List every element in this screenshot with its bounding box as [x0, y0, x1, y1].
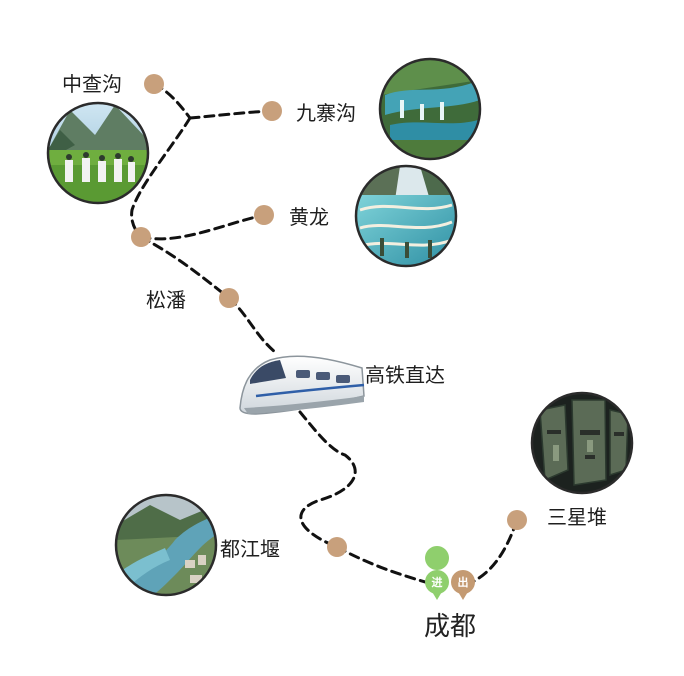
photo-dujiangyan[interactable]	[114, 493, 218, 600]
exit-pin[interactable]: 出	[451, 570, 475, 600]
label-huanglong: 黄龙	[289, 205, 329, 229]
label-chengdu: 成都	[424, 612, 477, 642]
label-jiuzhaigou: 九寨沟	[296, 101, 356, 125]
photo-sanxingdui[interactable]	[530, 391, 634, 495]
route-to-train	[227, 296, 277, 354]
route-songpan	[139, 235, 231, 300]
photo-huanglong[interactable]	[354, 164, 458, 268]
route-train-south	[298, 410, 357, 549]
photo-zhongchagou[interactable]	[46, 101, 150, 205]
stop-dot-junction[interactable]	[131, 227, 151, 247]
route-huanglong-branch	[139, 213, 266, 241]
enter-pin-label: 进	[432, 575, 443, 589]
label-train: 高铁直达	[365, 363, 445, 387]
label-songpan: 松潘	[146, 288, 186, 312]
stop-dot-songpan[interactable]	[219, 288, 239, 308]
route-to-chengdu	[335, 545, 438, 587]
stop-dot-huanglong[interactable]	[254, 205, 274, 225]
photo-jiuzhaigou[interactable]	[378, 57, 482, 161]
stop-dot-jiuzhaigou[interactable]	[262, 101, 282, 121]
label-zhongchagou: 中查沟	[62, 72, 122, 96]
high-speed-train-icon[interactable]	[239, 355, 365, 415]
route-jiuzhaigou-branch	[188, 109, 274, 120]
label-sanxingdui: 三星堆	[547, 505, 607, 529]
route-chengdu-sanxingdui	[464, 518, 519, 587]
enter-pin[interactable]: 进	[425, 545, 450, 600]
stop-dots	[131, 74, 527, 557]
stop-dot-sanxingdui[interactable]	[507, 510, 527, 530]
stop-dot-dujiangyan[interactable]	[327, 537, 347, 557]
exit-pin-label: 出	[458, 575, 469, 589]
stop-dot-zhongchagou[interactable]	[144, 74, 164, 94]
label-dujiangyan: 都江堰	[220, 537, 280, 561]
